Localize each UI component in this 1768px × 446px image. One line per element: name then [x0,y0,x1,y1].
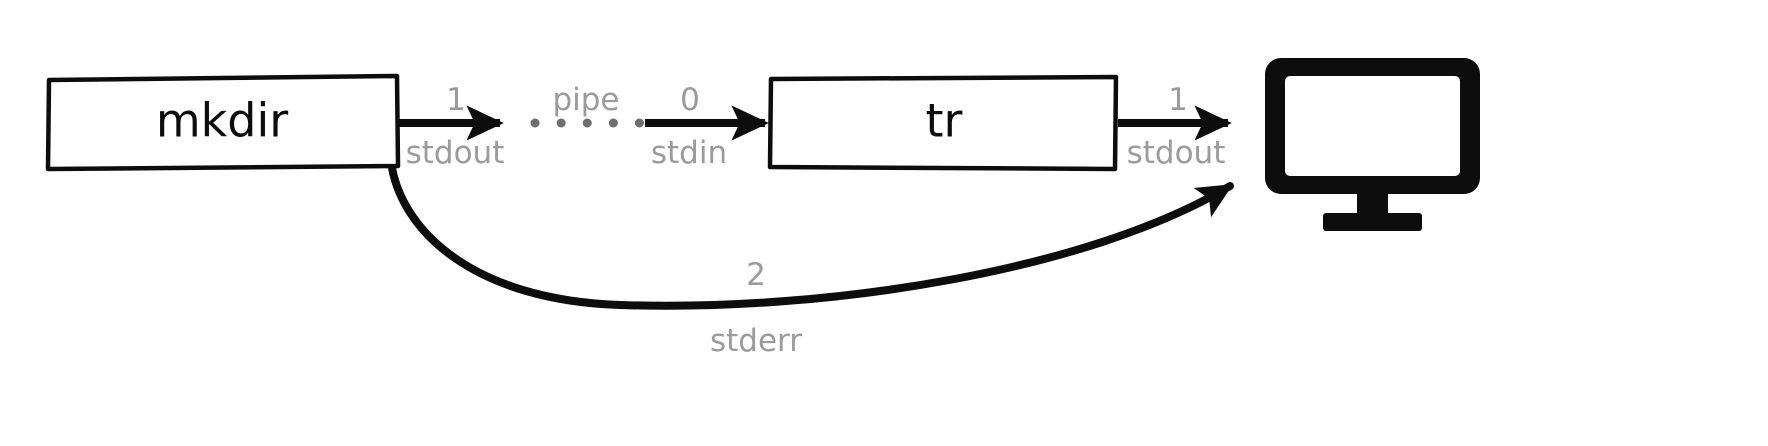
process-node-tr[interactable]: tr [767,74,1119,172]
mkdir-stderr-stream-label: stderr [710,323,802,359]
mkdir-stderr-fd-label: 2 [746,257,766,293]
mkdir-stdout-fd-label: 1 [446,82,466,118]
monitor-neck [1357,194,1388,217]
edge-mkdir-stdout: 1 stdout [399,82,504,171]
tr-box-outline [767,74,1119,172]
mkdir-box-outline [45,73,401,172]
mkdir-box-label: mkdir [156,94,288,148]
edge-pipe-connector: pipe [530,82,645,128]
tr-stdin-stream-label: stdin [651,135,727,171]
monitor-icon[interactable] [1265,58,1480,231]
edge-tr-stdin: 0 stdin [645,82,769,171]
tr-stdin-fd-label: 0 [680,82,700,118]
mkdir-stderr-curve [388,164,1234,310]
tr-stdout-fd-label: 1 [1168,82,1188,118]
mkdir-stdout-stream-label: stdout [406,135,505,171]
pipe-label: pipe [552,82,619,118]
tr-box-label: tr [926,94,963,148]
edge-mkdir-stderr: 2 stderr [388,164,1234,359]
process-node-mkdir[interactable]: mkdir [45,73,401,172]
edge-tr-stdout: 1 stdout [1118,82,1232,171]
monitor-base [1323,213,1422,231]
monitor-screen-surface [1285,76,1460,176]
tr-stdout-stream-label: stdout [1127,135,1226,171]
